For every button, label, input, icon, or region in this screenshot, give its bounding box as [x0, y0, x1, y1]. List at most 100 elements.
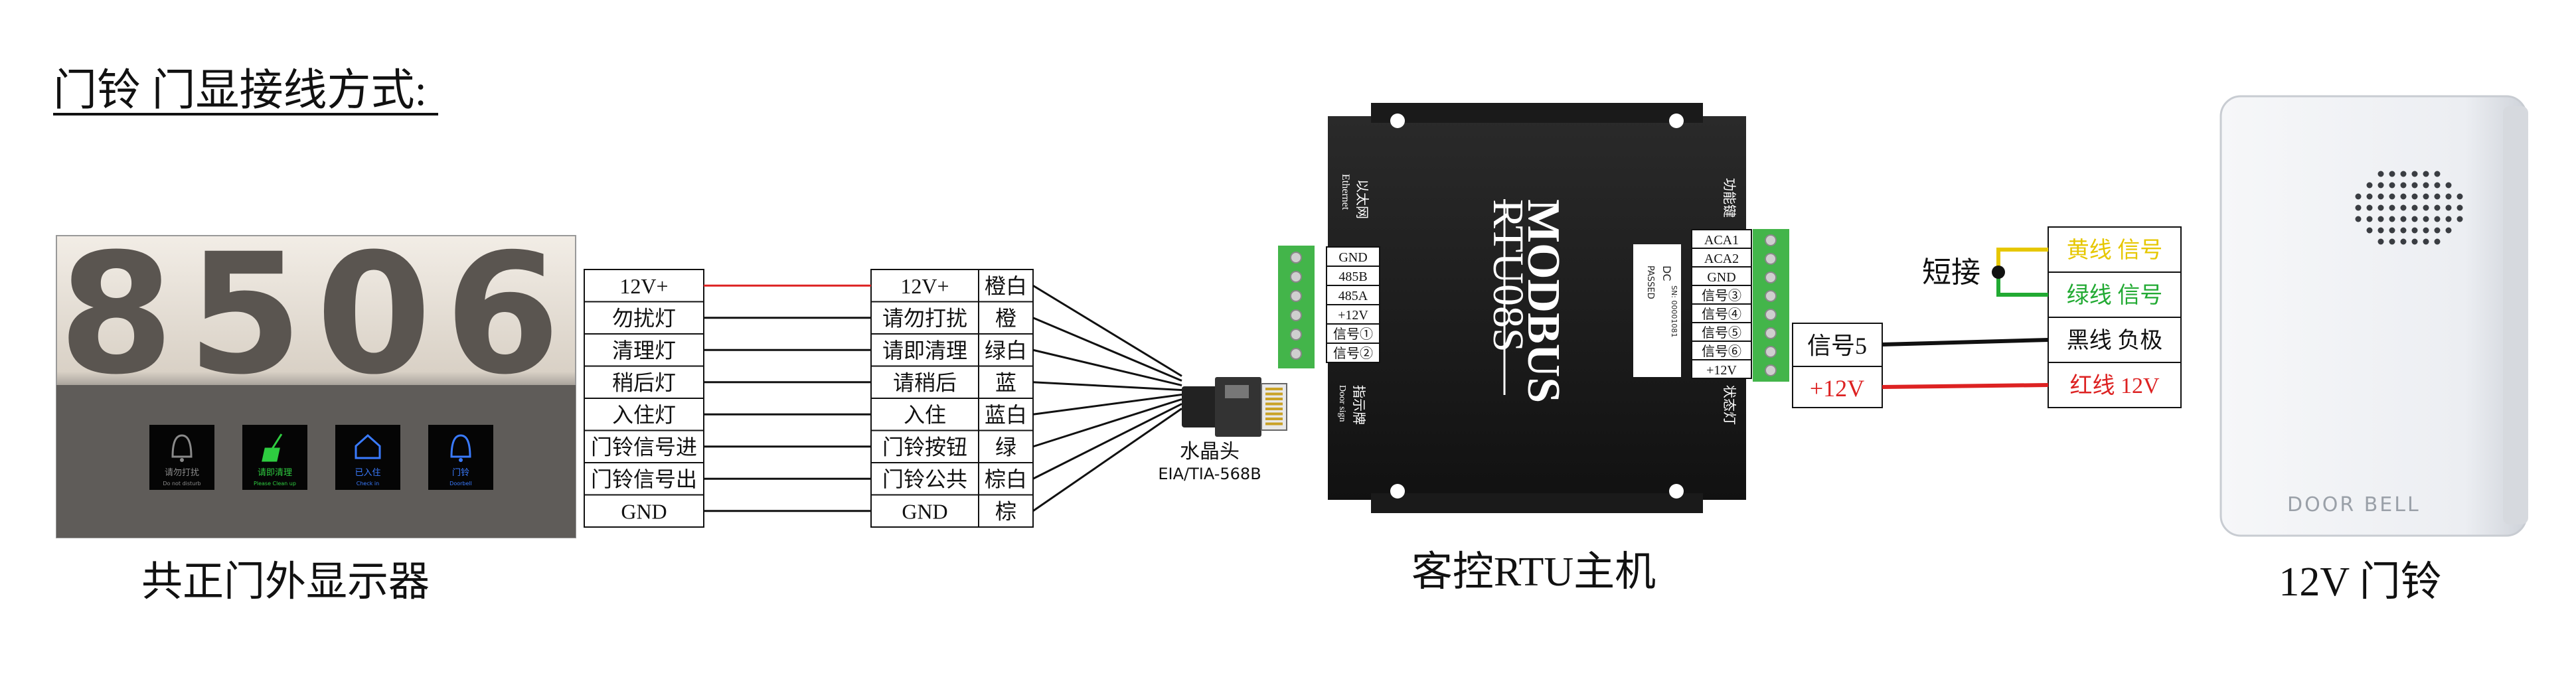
black-wire [1882, 338, 2049, 346]
connector-wire-color: 绿白 [985, 339, 1027, 362]
doorbell-device: DOOR BELL [2219, 95, 2528, 537]
green-short-wire [1996, 272, 2048, 297]
page-title: 门铃 门显接线方式: [53, 66, 427, 115]
screw-hole [1390, 114, 1405, 128]
rtu-func-label: 功能键 [1722, 178, 1737, 218]
display-terminal-label: 门铃信号进 [591, 435, 697, 459]
connector-function: GND [902, 500, 947, 524]
bell-icon [450, 434, 471, 462]
display-terminal-label: 12V+ [619, 274, 668, 298]
rj45-wire [1032, 381, 1182, 391]
connector-function: 请稍后 [893, 371, 957, 395]
terminal-screw [1765, 364, 1777, 376]
terminal-screw [1765, 253, 1777, 265]
connector-wire-color: 棕 [995, 500, 1016, 524]
display-button-3: 已入住 Check in [335, 425, 400, 490]
svg-text:8506: 8506 [58, 218, 574, 411]
connector-wire-color: 棕白 [985, 467, 1027, 491]
right-terminal-strip [1753, 229, 1789, 382]
rtu-right-terminal: +12V [1706, 363, 1737, 378]
rj45-pin [1265, 392, 1283, 396]
screw-hole [1390, 484, 1405, 499]
terminal-screw [1765, 290, 1777, 302]
display-button-4: 门铃 Doorbell [428, 425, 493, 490]
yellow-short-wire [1996, 248, 2048, 272]
connector-function: 请勿打扰 [882, 307, 967, 331]
display-button-sublabel: Doorbell [449, 481, 472, 487]
rtu-right-terminal: ACA2 [1704, 252, 1739, 266]
connector-function: 门铃按钮 [882, 435, 967, 459]
bell-mute-icon [171, 434, 193, 462]
doorbell-text: DOOR BELL [2287, 493, 2421, 516]
display-button-label: 门铃 [452, 467, 469, 477]
connector-function: 12V+ [900, 274, 949, 298]
screw-hole [1669, 114, 1684, 128]
display-button-label: 已入住 [355, 467, 380, 477]
terminal-screw [1765, 327, 1777, 339]
display-button-sublabel: Please Clean up [254, 481, 296, 487]
wire-bundle [704, 284, 1182, 512]
display-button-sublabel: Check in [357, 481, 379, 487]
rtu-left-terminal: 485A [1338, 289, 1368, 303]
rj45-pin [1265, 388, 1283, 390]
screw-hole [1669, 484, 1684, 499]
rj45-wire [1032, 403, 1182, 480]
rj45-pin [1265, 398, 1283, 400]
terminal-screw [1290, 252, 1302, 264]
rj45-pin [1265, 422, 1283, 425]
terminal-screw [1290, 309, 1302, 321]
connector-function: 门铃公共 [882, 467, 967, 491]
terminal-screw [1290, 329, 1302, 341]
rtu-brand: MODBUS [1518, 199, 1569, 403]
bell-wiring: 信号5 +12V 黄线 信号 绿线 信号 黑线 负极 红线 12V 短接 [1792, 226, 2182, 408]
display-terminal-label: 入住灯 [612, 403, 676, 427]
terminal-screw [1765, 309, 1777, 321]
rj45-pin [1265, 412, 1283, 416]
display-caption: 共正门外显示器 [141, 560, 430, 605]
rj45-pin [1265, 402, 1283, 406]
bell-rtu-12v: +12V [1810, 375, 1864, 402]
rj45-wire [1032, 408, 1182, 512]
connector-wire-color: 绿 [995, 435, 1016, 459]
rtu-left-terminal: 信号② [1333, 346, 1373, 361]
rtu-indicator-label: 指示牌 [1351, 385, 1366, 425]
connector-wire-color: 蓝白 [985, 403, 1027, 427]
display-terminal-label: 清理灯 [612, 339, 676, 362]
terminal-screw [1765, 271, 1777, 283]
rtu-status-label: 状态灯 [1722, 385, 1737, 425]
rj45-wire [1032, 398, 1182, 448]
rj45-pin [1265, 418, 1283, 420]
room-number: 8506 [58, 218, 574, 411]
rj45-wire [1032, 394, 1182, 416]
doorbell-caption: 12V 门铃 [2279, 560, 2441, 605]
rj45-label: 水晶头 [1180, 441, 1240, 463]
display-terminal-box [584, 398, 704, 431]
rj45-pin [1265, 408, 1283, 410]
bell-terminal-yellow: 黄线 信号 [2067, 238, 2163, 263]
short-junction [1992, 266, 2005, 279]
rtu-left-terminal: 信号① [1333, 327, 1373, 342]
house-icon [355, 433, 381, 459]
rj45-connector [1182, 377, 1287, 437]
rtu-ethernet-label: 以太网 [1354, 179, 1370, 219]
connector-wire-color: 橙白 [985, 274, 1027, 298]
connector-wire-color: 蓝 [995, 371, 1016, 395]
bell-terminal-green: 绿线 信号 [2067, 283, 2163, 308]
terminal-screw [1290, 290, 1302, 302]
bell-terminal-black: 黑线 负极 [2067, 328, 2163, 353]
svg-text:DC: DC [1660, 266, 1673, 281]
rj45-wire [1032, 348, 1182, 386]
terminal-screw [1290, 271, 1302, 283]
display-terminal-label: 门铃信号出 [591, 467, 697, 491]
display-terminal-box [584, 333, 704, 367]
bell-terminal-red: 红线 12V [2069, 373, 2159, 398]
connector-function: 入住 [904, 403, 946, 427]
rtu-right-terminal: 信号⑤ [1702, 325, 1741, 341]
rtu-left-terminal: 485B [1338, 270, 1367, 284]
